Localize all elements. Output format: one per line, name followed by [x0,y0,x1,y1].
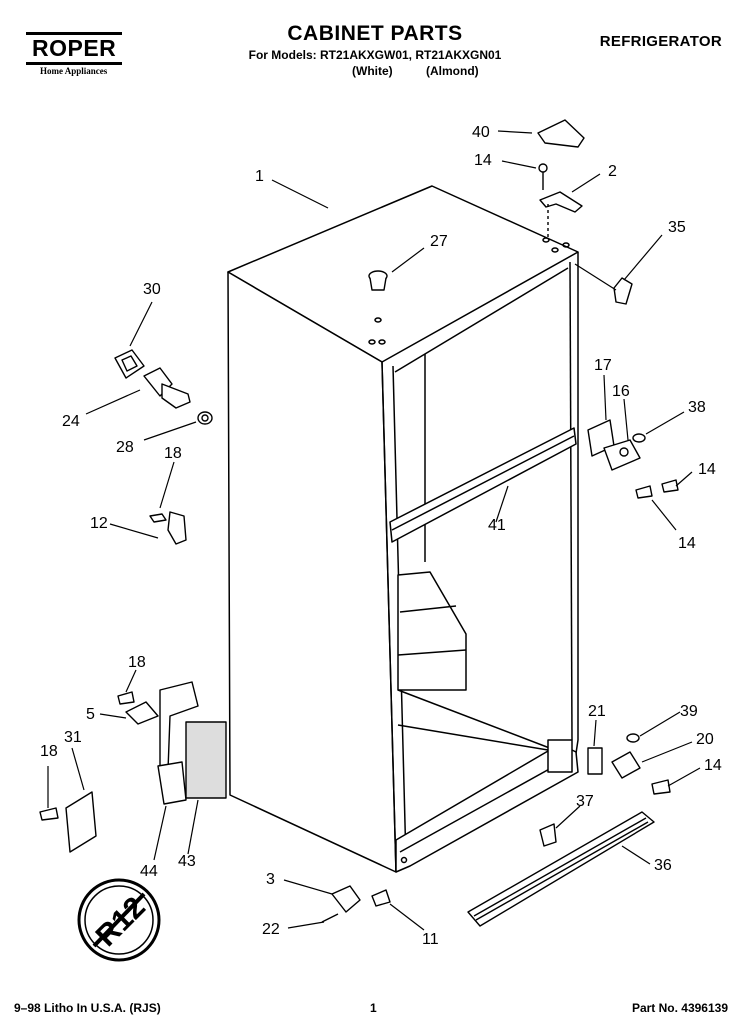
callout-20: 20 [696,731,714,748]
callout-36: 36 [654,857,672,874]
callout-24: 24 [62,413,80,430]
r12-refrigerant-badge: R12 [77,878,161,962]
callout-11: 11 [422,931,439,948]
callout-16: 16 [612,383,630,400]
callout-44: 44 [140,863,158,880]
callout-43: 43 [178,853,196,870]
footer-part-number: Part No. 4396139 [631,1001,728,1015]
callout-labels: 1 40 14 2 27 35 30 24 28 18 12 17 16 38 … [40,124,722,948]
color-variants: (White) (Almond) [352,64,509,78]
leader-lines [47,130,701,931]
callout-40: 40 [472,124,490,141]
callout-39: 39 [680,703,698,720]
callout-18-mid: 18 [128,654,146,671]
footer-print-info: 9–98 Litho In U.S.A. (RJS) [14,1001,161,1015]
callout-17: 17 [594,357,612,374]
roper-logo: ROPER Home Appliances [22,30,138,76]
page-title: CABINET PARTS [287,22,463,45]
footer-page-number: 1 [370,1001,377,1015]
callout-12: 12 [90,515,108,532]
brand-name: ROPER [26,32,123,65]
callout-14-lower: 14 [678,535,696,552]
callout-5: 5 [86,706,95,723]
callout-1: 1 [255,168,264,185]
callout-22: 22 [262,921,280,938]
callout-14-mid: 14 [698,461,716,478]
callout-38: 38 [688,399,706,416]
color-white: (White) [352,64,393,78]
callout-2: 2 [608,163,617,180]
cabinet-drawing [227,185,579,873]
callout-35: 35 [668,219,686,236]
color-almond: (Almond) [426,64,479,78]
callout-41: 41 [488,517,506,534]
callout-21: 21 [588,703,606,720]
appliance-category: REFRIGERATOR [599,33,722,50]
callout-14-bottom: 14 [704,757,722,774]
callout-37: 37 [576,793,594,810]
callout-28: 28 [116,439,134,456]
callout-3: 3 [266,871,275,888]
callout-18-lower: 18 [40,743,58,760]
parts-drawings [39,119,679,927]
callout-31: 31 [64,729,82,746]
models-line: For Models: RT21AKXGW01, RT21AKXGN01 [248,48,502,62]
callout-30: 30 [143,281,161,298]
callout-18-upper: 18 [164,445,182,462]
brand-subtitle: Home Appliances [40,66,108,76]
callout-27: 27 [430,233,448,250]
callout-14-top: 14 [474,152,492,169]
